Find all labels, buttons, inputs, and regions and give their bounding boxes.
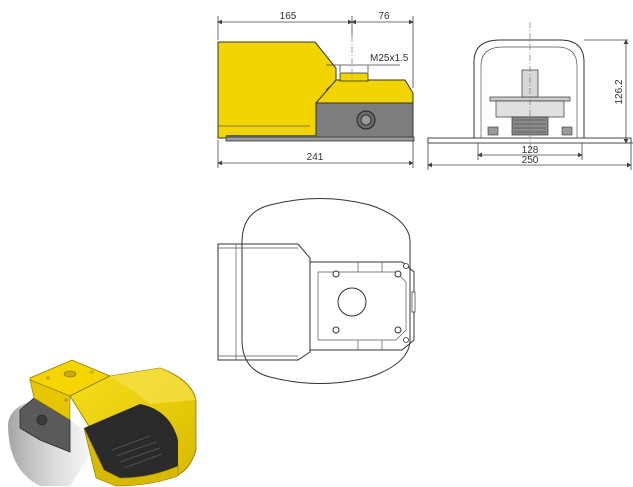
dim-length-grey: 76 xyxy=(378,11,390,22)
side-view: 165 76 M25x1.5 241 xyxy=(217,11,415,168)
side-view-top-nut xyxy=(339,72,369,82)
dim-length-yellow: 165 xyxy=(280,11,297,22)
front-view-cover-outer xyxy=(473,39,585,138)
top-view-screw xyxy=(394,270,402,278)
side-view-baseplate xyxy=(225,136,415,142)
top-view-screw xyxy=(403,263,409,269)
dim-base-width: 250 xyxy=(522,155,539,166)
top-view-screw xyxy=(394,326,402,334)
dim-total-length: 241 xyxy=(307,152,324,163)
dim-thread: M25x1.5 xyxy=(370,53,409,64)
front-view: 126.2 128 250 xyxy=(427,22,633,170)
product-pedal-opening xyxy=(84,404,178,478)
product-hood-rim xyxy=(83,427,179,487)
top-view-screw xyxy=(332,326,340,334)
dim-hole-spacing: 128 xyxy=(522,145,539,156)
product-3d-render xyxy=(8,359,197,487)
top-view-screw xyxy=(403,337,409,343)
top-view-cover xyxy=(217,243,311,361)
top-view-gland xyxy=(337,287,367,317)
top-view-housing xyxy=(309,261,415,351)
side-view-baseplate-shadow xyxy=(226,135,316,137)
top-view-baseplate xyxy=(241,198,411,384)
dim-height: 126.2 xyxy=(614,79,625,104)
front-view-baseplate xyxy=(427,137,632,144)
side-view-gland-inner xyxy=(360,114,372,126)
side-view-yellow-housing-top xyxy=(314,79,414,104)
top-view-screw xyxy=(332,270,340,278)
top-view xyxy=(217,198,416,384)
